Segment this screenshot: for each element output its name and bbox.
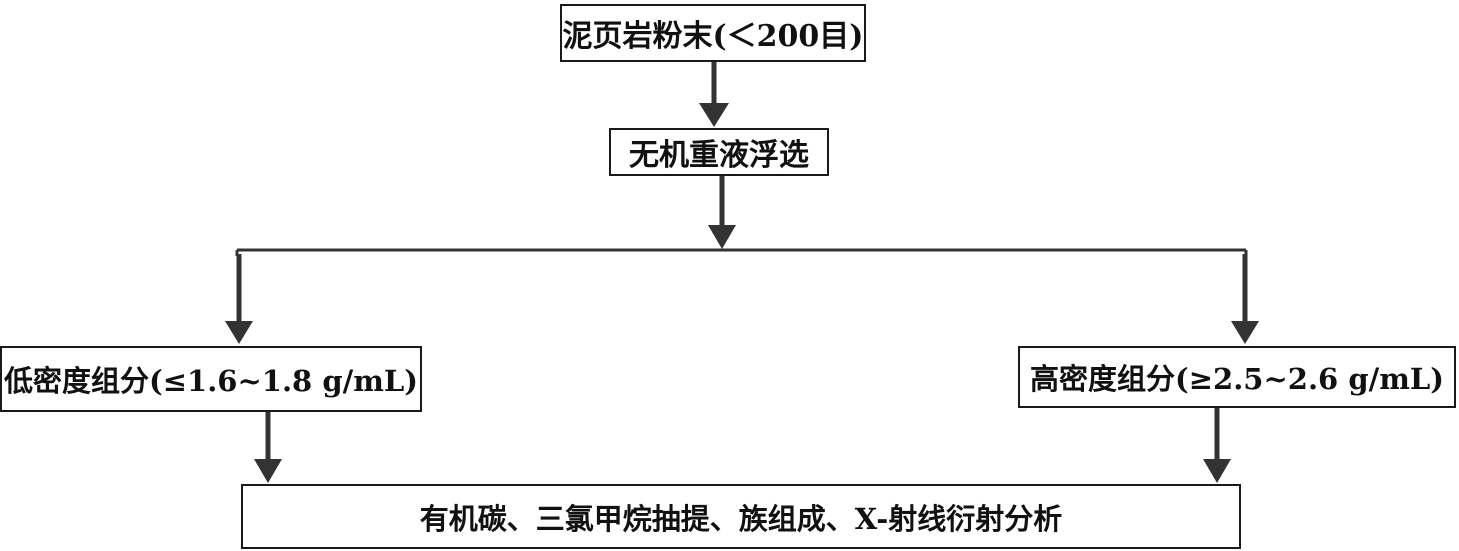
node-label: 有机碳、三氯甲烷抽提、族组成、X-射线衍射分析 bbox=[419, 501, 1063, 536]
node-label: 低密度组分(≤1.6~1.8 g/mL) bbox=[4, 364, 418, 398]
edge-high-density-to-analysis bbox=[1203, 408, 1231, 483]
node-heavy-liquid-flotation: 无机重液浮选 bbox=[609, 128, 829, 176]
node-analysis-methods: 有机碳、三氯甲烷抽提、族组成、X-射线衍射分析 bbox=[241, 484, 1241, 549]
node-low-density-fraction: 低密度组分(≤1.6~1.8 g/mL) bbox=[0, 346, 422, 412]
edge-flotation-to-split bbox=[708, 176, 736, 249]
edge-low-density-to-analysis bbox=[254, 412, 282, 483]
edge-source-to-flotation bbox=[699, 62, 729, 127]
node-label: 无机重液浮选 bbox=[629, 138, 809, 173]
branch-line bbox=[235, 248, 1248, 256]
node-shale-powder: 泥页岩粉末(＜200目) bbox=[560, 4, 866, 62]
arrowhead-icon bbox=[699, 103, 729, 127]
node-label: 泥页岩粉末(＜200目) bbox=[562, 19, 864, 54]
arrowhead-icon bbox=[708, 225, 736, 249]
arrowhead-icon bbox=[225, 321, 253, 344]
node-high-density-fraction: 高密度组分(≥2.5~2.6 g/mL) bbox=[1018, 346, 1456, 408]
edge-flotation-to-low-density bbox=[225, 254, 253, 344]
edge-flotation-to-high-density bbox=[1231, 254, 1259, 344]
arrowhead-icon bbox=[1203, 459, 1231, 483]
arrowhead-icon bbox=[1231, 321, 1259, 344]
node-label: 高密度组分(≥2.5~2.6 g/mL) bbox=[1030, 362, 1444, 396]
arrowhead-icon bbox=[254, 459, 282, 483]
